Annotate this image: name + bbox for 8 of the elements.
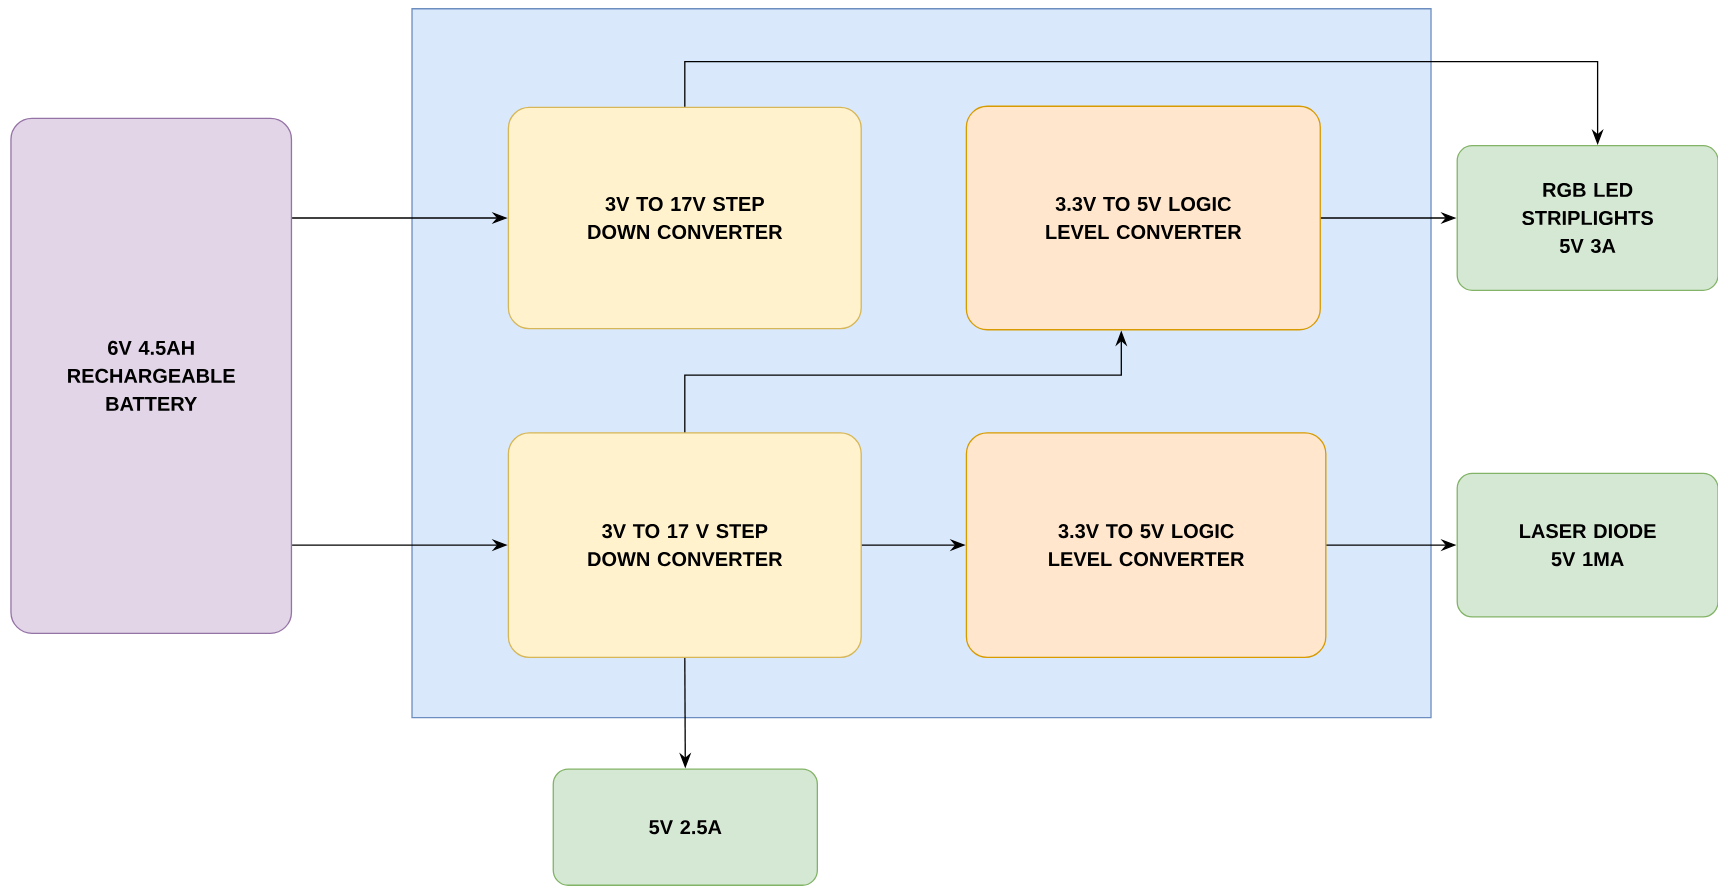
process-box: 3.3V TO 5V LOGIC LEVEL CONVERTER	[965, 432, 1327, 659]
process-box: 3V TO 17V STEP DOWN CONVERTER	[507, 106, 862, 330]
process-box: 5V 2.5A	[552, 768, 818, 886]
process-box: 3.3V TO 5V LOGIC LEVEL CONVERTER	[965, 105, 1321, 331]
process-box: 6V 4.5AH RECHARGEABLE BATTERY	[10, 117, 293, 634]
process-box: 3V TO 17 V STEP DOWN CONVERTER	[507, 432, 862, 659]
process-box: RGB LED STRIPLIGHTS 5V 3A	[1456, 145, 1718, 291]
process-box: LASER DIODE 5V 1MA	[1456, 472, 1718, 618]
